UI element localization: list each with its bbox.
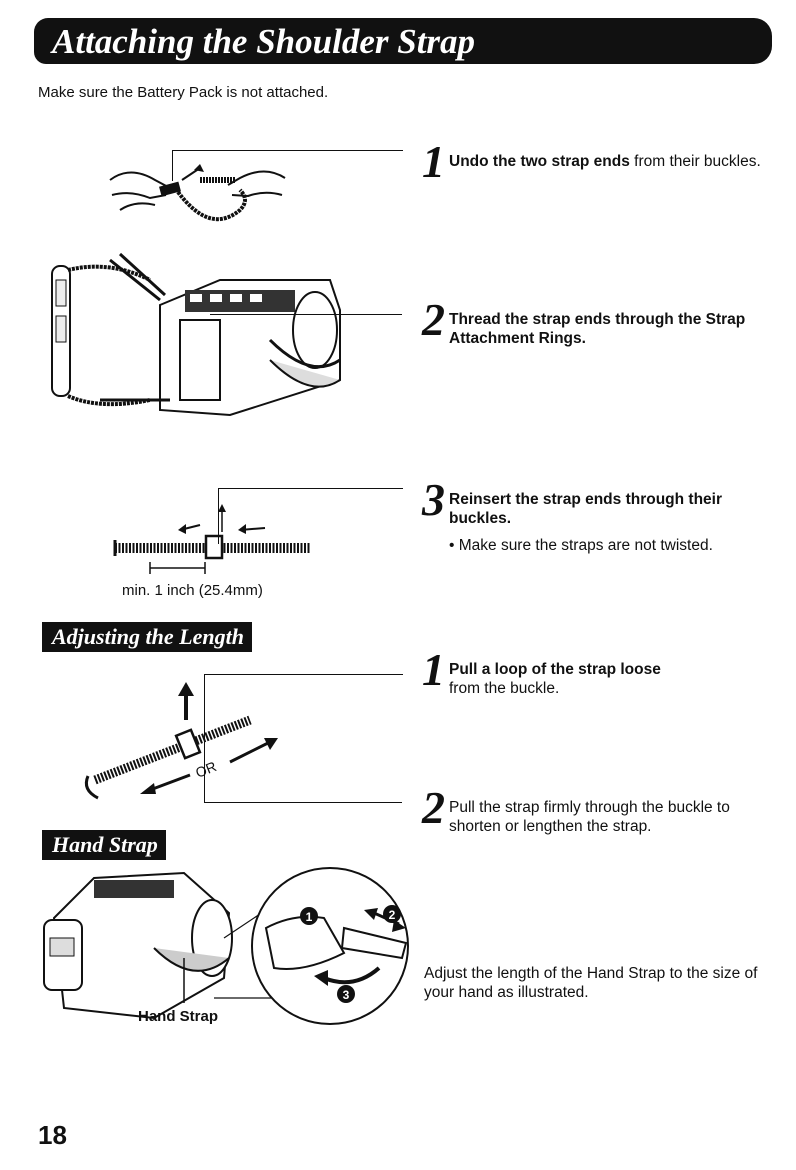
- leader-line-6: [204, 802, 402, 803]
- leader-line-5: [204, 674, 205, 802]
- marker-2: 2: [389, 908, 396, 922]
- attach-step-2: 2 Thread the strap ends through the Stra…: [422, 294, 782, 358]
- step-text: from their buckles.: [629, 153, 761, 170]
- step-number: 2: [422, 294, 445, 345]
- step-number: 3: [422, 474, 445, 525]
- step-number: 1: [422, 644, 445, 695]
- page-number: 18: [38, 1120, 67, 1150]
- undo-strap-illustration: [109, 164, 286, 222]
- step-number: 2: [422, 782, 445, 833]
- leader-line-2: [210, 314, 402, 315]
- adjust-step-1: 1 Pull a loop of the strap loose from the…: [422, 644, 782, 708]
- adjusting-length-heading: Adjusting the Length: [42, 622, 252, 652]
- step-note: • Make sure the straps are not twisted.: [449, 537, 713, 554]
- step-text: from the buckle.: [449, 680, 560, 697]
- leader-line-1: [172, 150, 403, 181]
- title-banner: [34, 18, 772, 64]
- step-bold-text: Reinsert the strap ends through their bu…: [449, 491, 723, 527]
- step-bold-text: Pull a loop of the strap loose: [449, 661, 661, 678]
- adjust-step-2: 2 Pull the strap firmly through the buck…: [422, 782, 782, 846]
- attach-step-3: 3 Reinsert the strap ends through their …: [422, 474, 782, 568]
- leader-line-3: [218, 488, 403, 544]
- hand-strap-heading: Hand Strap: [42, 830, 166, 860]
- min-length-caption: min. 1 inch (25.4mm): [122, 582, 263, 599]
- attach-step-1: 1 Undo the two strap ends from their buc…: [422, 136, 782, 210]
- hand-strap-text: Adjust the length of the Hand Strap to t…: [424, 965, 758, 1001]
- or-label: OR: [193, 758, 218, 781]
- adjust-strap-illustration: OR: [84, 682, 278, 800]
- step-bold-text: Thread the strap ends through the Strap …: [449, 311, 746, 347]
- leader-line-4: [204, 674, 403, 675]
- step-bold-text: Undo the two strap ends: [449, 153, 630, 170]
- marker-3: 3: [343, 988, 350, 1002]
- step-number: 1: [422, 136, 445, 187]
- step-text: Pull the strap firmly through the buckle…: [449, 799, 730, 835]
- buckle-illustration: [113, 504, 310, 574]
- intro-text: Make sure the Battery Pack is not attach…: [38, 84, 329, 101]
- page-title: Attaching the Shoulder Strap: [52, 22, 476, 61]
- marker-1: 1: [306, 910, 313, 924]
- hand-strap-label: Hand Strap: [138, 1008, 219, 1025]
- camcorder-illustration: [51, 252, 341, 417]
- hand-strap-illustration: 1 2 3: [43, 867, 409, 1025]
